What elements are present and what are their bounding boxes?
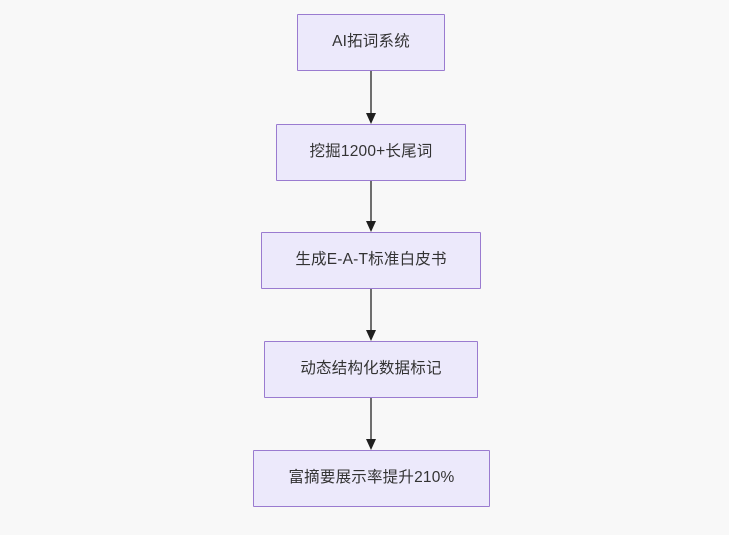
flow-node-ai-keyword-system[interactable]: AI拓词系统 xyxy=(297,14,445,71)
flow-node-label: 富摘要展示率提升210% xyxy=(288,469,455,487)
arrowhead-icon xyxy=(366,330,376,341)
flow-node-label: 生成E-A-T标准白皮书 xyxy=(295,251,447,269)
arrowhead-icon xyxy=(366,113,376,124)
flow-node-label: 动态结构化数据标记 xyxy=(300,360,442,378)
flow-node-mine-longtail-keywords[interactable]: 挖掘1200+长尾词 xyxy=(276,124,466,181)
flow-node-dynamic-structured-data-markup[interactable]: 动态结构化数据标记 xyxy=(264,341,478,398)
flow-node-label: 挖掘1200+长尾词 xyxy=(309,143,433,161)
arrowhead-icon xyxy=(366,439,376,450)
flow-node-rich-snippet-rate-increase[interactable]: 富摘要展示率提升210% xyxy=(253,450,490,507)
arrowhead-icon xyxy=(366,221,376,232)
flow-node-generate-eat-whitepaper[interactable]: 生成E-A-T标准白皮书 xyxy=(261,232,481,289)
flow-node-label: AI拓词系统 xyxy=(332,33,410,51)
